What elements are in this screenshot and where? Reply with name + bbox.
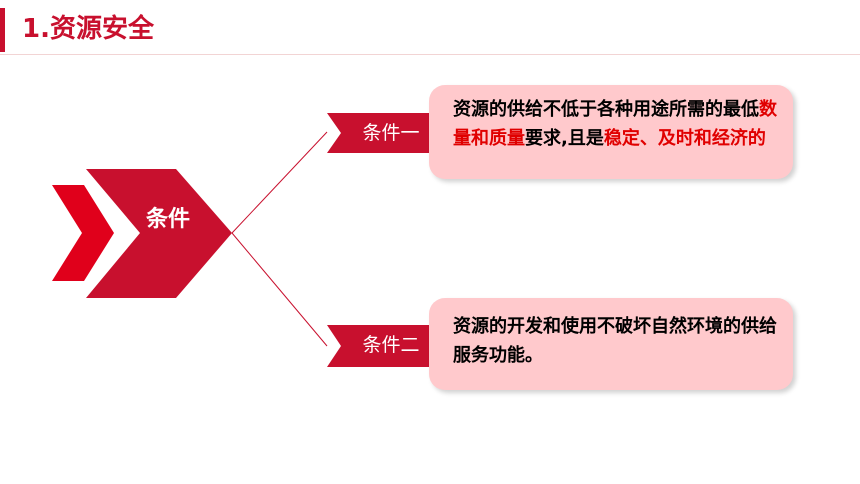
- main-condition-label: 条件: [145, 207, 190, 232]
- title-divider: [0, 54, 860, 55]
- condition2-label: 条件二: [362, 334, 420, 356]
- large-chevron-shape: [86, 169, 232, 298]
- connector-line-upper: [231, 131, 328, 234]
- condition2-description-box: 资源的开发和使用不破坏自然环境的供给服务功能。: [429, 298, 793, 390]
- condition1-text-highlight2: 稳定、及时和经济的: [603, 128, 766, 149]
- condition2-text: 资源的开发和使用不破坏自然环境的供给服务功能。: [453, 316, 777, 366]
- page-title: 1.资源安全: [22, 14, 154, 44]
- title-accent-bar: [0, 8, 5, 52]
- connector-line-lower: [231, 232, 328, 347]
- small-chevron-shape: [52, 185, 114, 281]
- condition1-label: 条件一: [362, 122, 420, 144]
- condition2-arrow-shape: [327, 325, 447, 367]
- condition1-description-box: 资源的供给不低于各种用途所需的最低数量和质量要求,且是稳定、及时和经济的: [429, 85, 793, 179]
- condition1-text-part1: 资源的供给不低于各种用途所需的最低: [453, 99, 759, 120]
- condition1-text-part2: 要求,且是: [525, 128, 604, 149]
- condition1-arrow-shape: [327, 113, 447, 153]
- condition1-text-highlight1: 数量和质量: [453, 99, 777, 149]
